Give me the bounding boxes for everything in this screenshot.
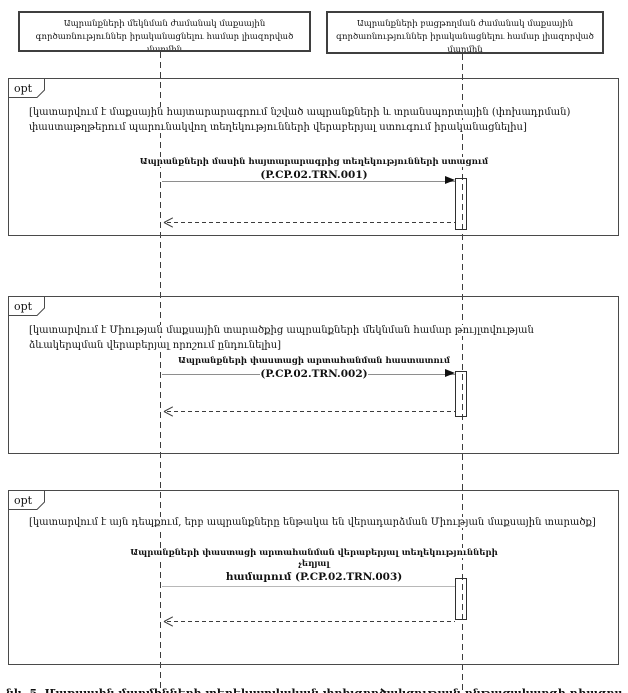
opt-frame-2: opt [կատարվում է Միության մաքսային տարած… (8, 296, 619, 454)
opt-frame-1: opt [կատարվում է մաքսային հայտարարագրում… (8, 78, 619, 236)
message-arrowhead-2 (445, 369, 455, 377)
activation-bar-2 (455, 371, 467, 417)
return-arrow-line-3 (167, 621, 455, 622)
opt-operator-tab: opt (8, 78, 45, 98)
opt-operator-tab: opt (8, 296, 45, 316)
opt-frame-3: opt [կատարվում է այն դեպքում, երբ ապրանք… (8, 490, 619, 665)
opt-operator-label: opt (14, 82, 33, 95)
return-arrowhead-2 (164, 405, 174, 417)
actor-box-departure-authority: Ապրանքների մեկնման ժամանակ մաքսային գործ… (18, 11, 311, 52)
message-label-1: Ապրանքների մասին հայտարարագրից տեղեկությ… (139, 157, 489, 181)
guard-condition-2: [կատարվում է Միության մաքսային տարածքից … (29, 325, 534, 351)
opt-operator-tab: opt (8, 490, 45, 510)
return-arrow-line-2 (167, 411, 455, 412)
activation-bar-1 (455, 178, 467, 230)
activation-bar-3 (455, 578, 467, 620)
opt-operator-label: opt (14, 300, 33, 313)
message-label-3: Ապրանքների փաստացի արտահանման վերաբերյալ… (130, 548, 498, 583)
return-arrowhead-3 (164, 615, 174, 627)
figure-caption: նկ. 5. Մաքսային մարմինների տեղեկատվական … (6, 687, 622, 693)
lifeline-release-authority (462, 54, 463, 693)
opt-operator-label: opt (14, 494, 33, 507)
guard-condition-3: [կատարվում է այն դեպքում, երբ ապրանքները… (29, 517, 596, 528)
message-arrow-line-3 (162, 586, 455, 587)
message-arrowhead-1 (445, 176, 455, 184)
guard-condition-1: [կատարվում է մաքսային հայտարարագրում նշվ… (29, 107, 571, 133)
lifeline-departure-authority (160, 52, 161, 693)
return-arrow-line-1 (167, 222, 455, 223)
message-label-2: Ապրանքների փաստացի արտահանման հաստատում … (177, 356, 451, 380)
return-arrowhead-1 (164, 216, 174, 228)
message-arrow-line-1 (162, 181, 455, 182)
actor-box-release-authority: Ապրանքների բացթողման ժամանակ մաքսային գո… (326, 11, 604, 54)
